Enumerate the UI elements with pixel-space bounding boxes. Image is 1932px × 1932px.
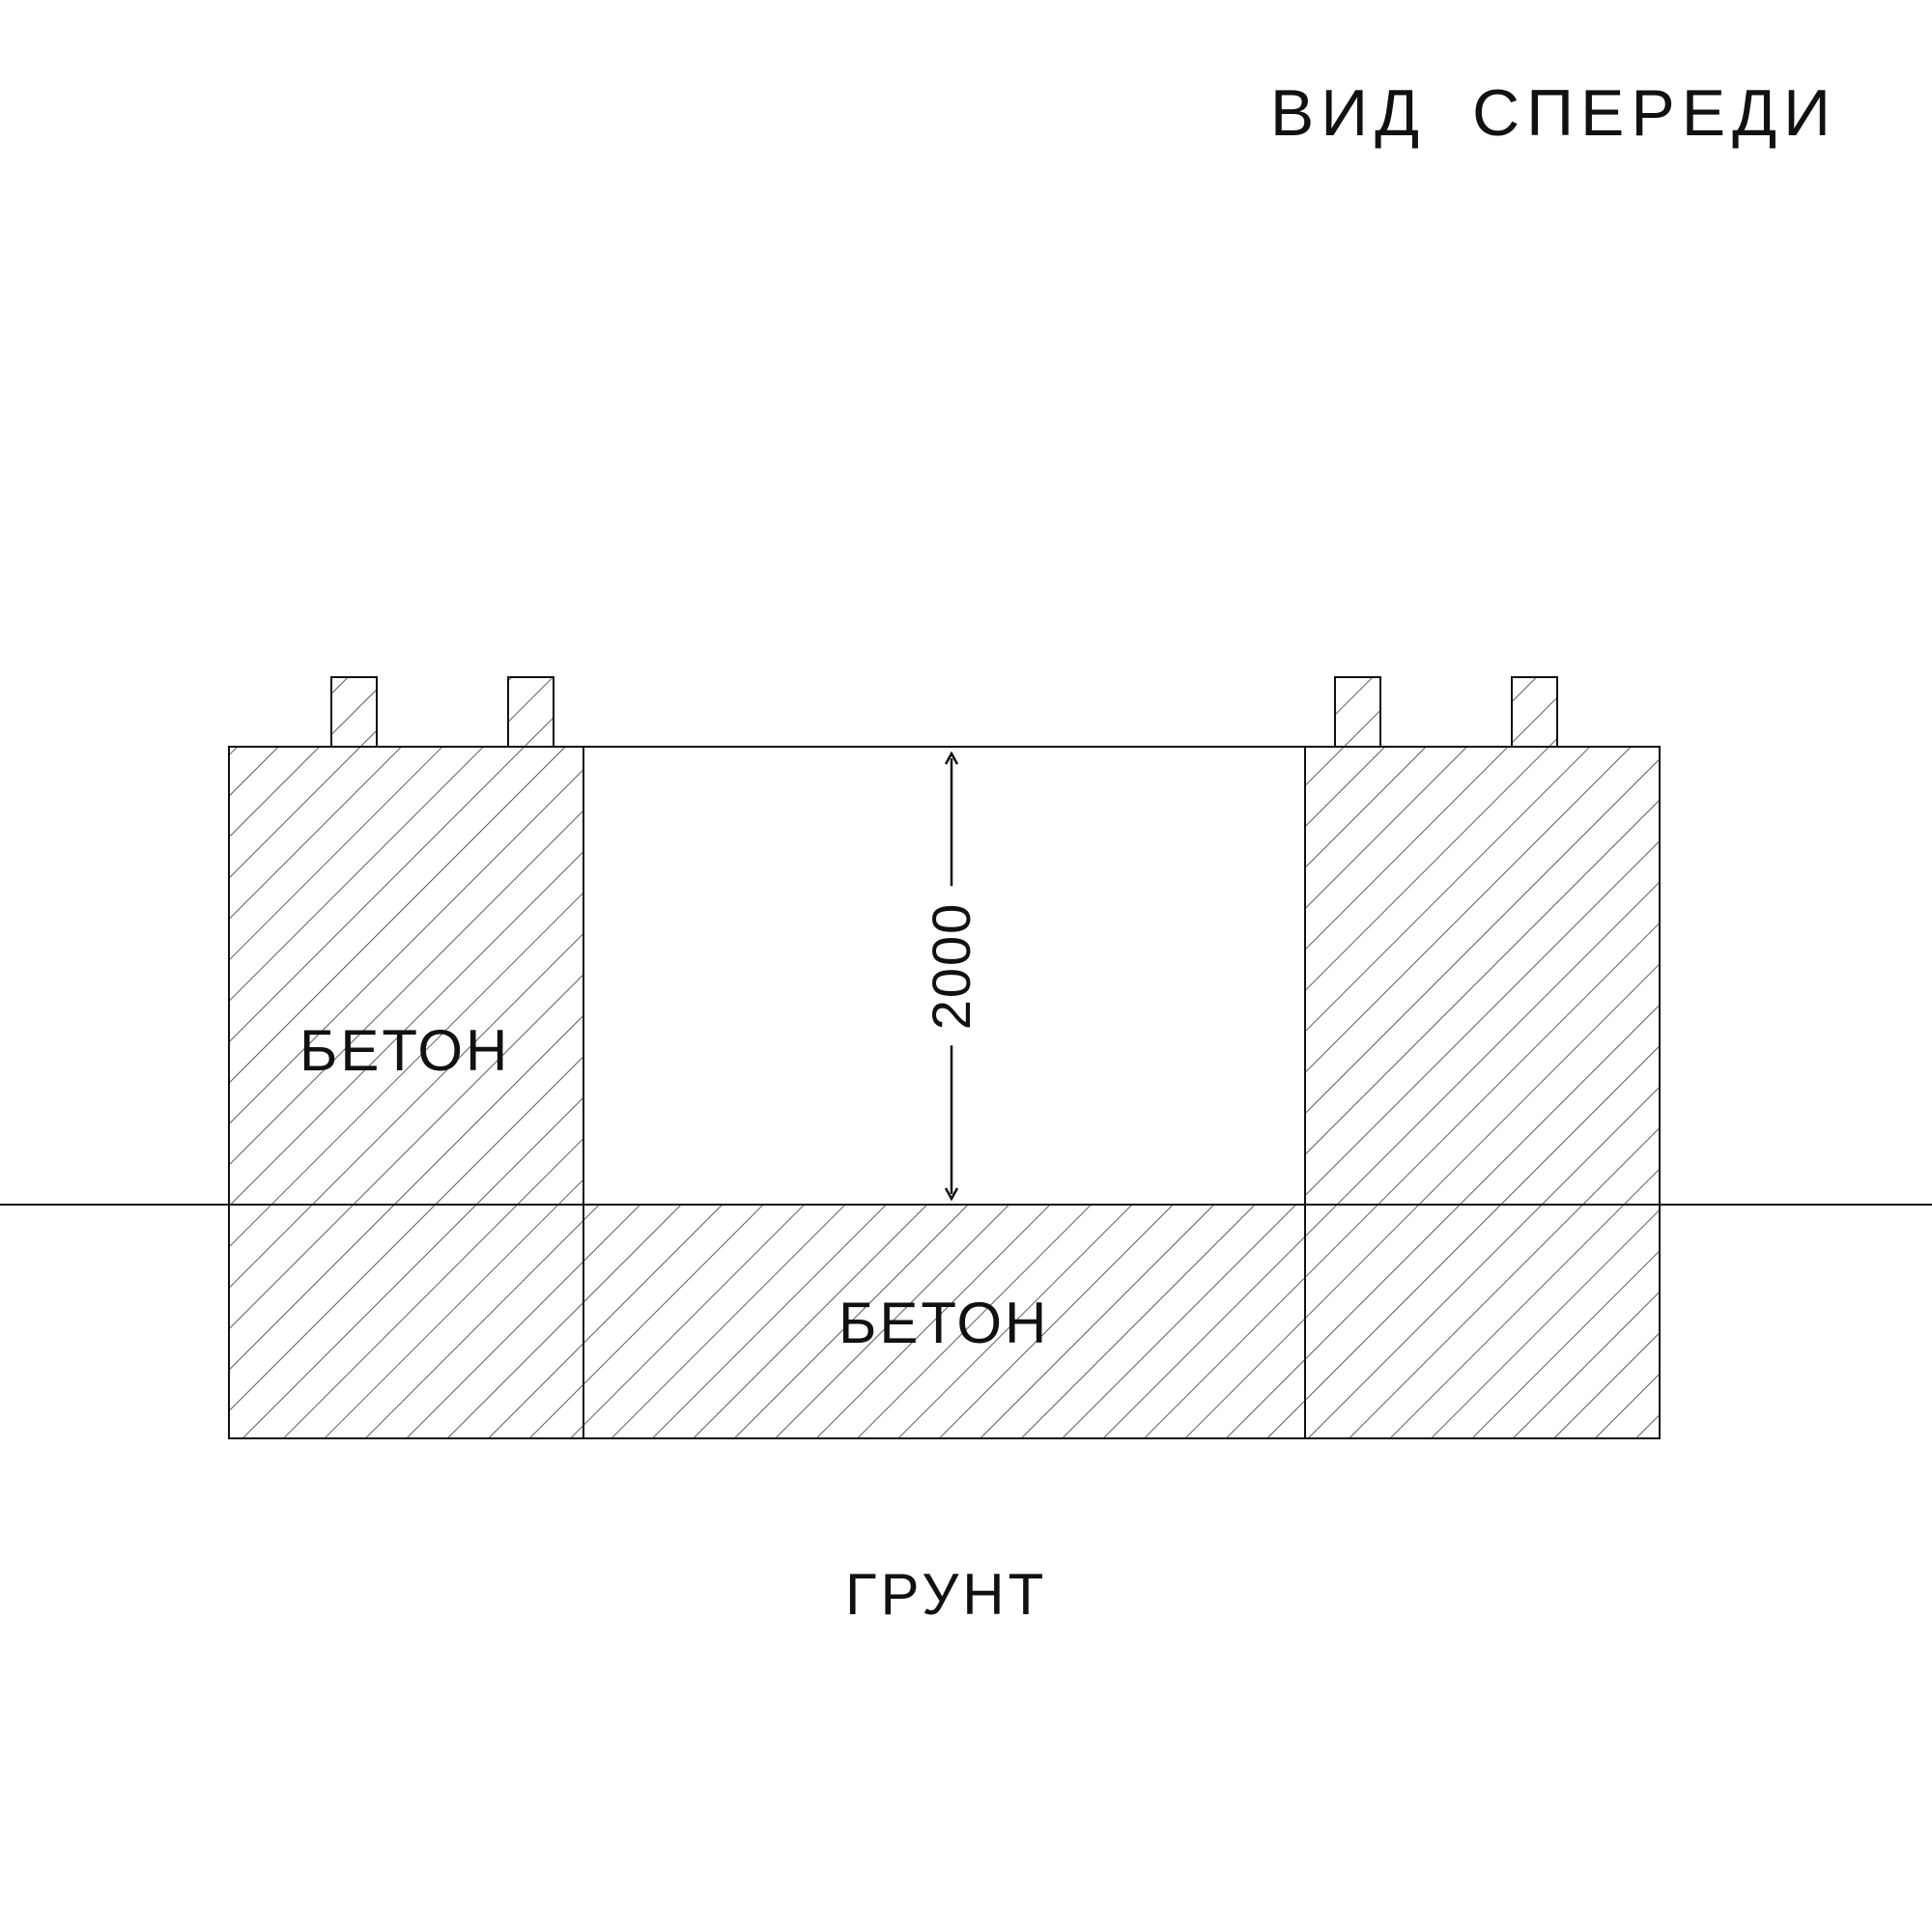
rebar-stub-4 bbox=[1511, 676, 1558, 748]
bottom-slab-hatch bbox=[583, 1205, 1305, 1438]
material-label-left: БЕТОН bbox=[299, 1018, 511, 1083]
view-title: ВИД СПЕРЕДИ bbox=[1269, 76, 1837, 150]
structure-outline bbox=[228, 746, 1661, 1439]
rebar-stub-2 bbox=[507, 676, 554, 748]
material-label-bottom: БЕТОН bbox=[838, 1291, 1050, 1355]
rebar-stubs bbox=[330, 676, 1558, 748]
rebar-stub-1 bbox=[330, 676, 378, 748]
rebar-stub-3 bbox=[1334, 676, 1381, 748]
right-column-hatch bbox=[1305, 747, 1660, 1438]
dimension-label: 2000 bbox=[921, 886, 981, 1046]
left-column-hatch bbox=[229, 747, 583, 1438]
ground-label: ГРУНТ bbox=[845, 1562, 1048, 1627]
